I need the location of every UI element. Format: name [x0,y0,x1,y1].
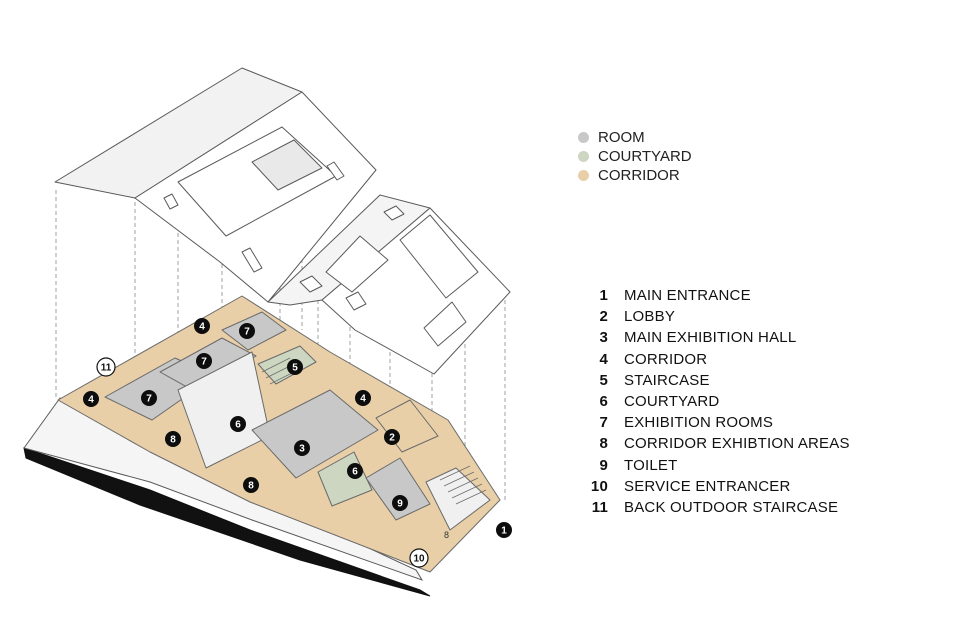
marker-label: 5 [292,363,298,374]
key-number: 7 [599,414,608,432]
marker-6: 6 [230,416,246,432]
key-item: 2 LOBBY [578,306,850,327]
key-item: 3 MAIN EXHIBITION HALL [578,327,850,348]
marker-1: 1 [496,522,512,538]
marker-label: 3 [299,444,305,455]
marker-label: 11 [101,363,112,374]
key-label: SERVICE ENTRANCER [624,477,791,495]
numbered-key: 1 MAIN ENTRANCE 2 LOBBY 3 MAIN EXHIBITION HAL… [578,285,850,518]
legend-swatch-icon [578,132,589,143]
key-label: COURTYARD [624,393,720,411]
marker-label: 7 [146,394,152,405]
floor-plan-markers: 4 7 7 5 11 4 7 6 4 8 2 3 8 6 9 1 10 [83,318,512,568]
key-number: 5 [599,371,608,389]
marker-10: 10 [409,548,429,568]
marker-4: 4 [194,318,210,334]
marker-label: 8 [248,481,254,492]
marker-9: 9 [392,495,408,511]
key-item: 4 CORRIDOR [578,349,850,370]
marker-11: 11 [96,357,116,377]
key-item: 1 MAIN ENTRANCE [578,285,850,306]
marker-label: 4 [88,395,94,406]
key-label: BACK OUTDOOR STAIRCASE [624,498,839,516]
key-item: 9 TOILET [578,455,850,476]
marker-label: 6 [352,467,358,478]
key-item: 5 STAIRCASE [578,370,850,391]
legend-item: ROOM [578,128,692,147]
marker-label: 7 [244,327,250,338]
marker-8: 8 [243,477,259,493]
marker-label: 7 [201,357,207,368]
key-label: TOILET [624,456,678,474]
key-label: CORRIDOR [624,350,708,368]
key-item: 6 COURTYARD [578,391,850,412]
legend-label: CORRIDOR [598,167,680,184]
key-label: STAIRCASE [624,371,710,389]
marker-label: 6 [235,420,241,431]
marker-8: 8 [165,431,181,447]
marker-5: 5 [287,359,303,375]
marker-7: 7 [141,390,157,406]
roof-main [54,67,377,303]
marker-label: 10 [413,554,425,565]
key-number: 6 [599,393,608,411]
marker-3: 3 [294,440,310,456]
key-number: 1 [599,287,608,305]
color-legend: ROOM COURTYARD CORRIDOR [578,128,692,185]
key-number: 8 [599,435,608,453]
legend-label: COURTYARD [598,148,692,165]
marker-label: 4 [199,322,205,333]
key-label: EXHIBITION ROOMS [624,414,774,432]
key-item: 8 CORRIDOR EXHIBTION AREAS [578,433,850,454]
key-item: 7 EXHIBITION ROOMS [578,412,850,433]
marker-6: 6 [347,463,363,479]
legend-swatch-icon [578,170,589,181]
marker-4: 4 [355,390,371,406]
marker-label: 8 [170,435,176,446]
key-label: MAIN EXHIBITION HALL [624,329,797,347]
legend-item: COURTYARD [578,147,692,166]
marker-4: 4 [83,391,99,407]
marker-label: 1 [501,526,507,537]
key-label: MAIN ENTRANCE [624,287,751,305]
key-item: 11 BACK OUTDOOR STAIRCASE [578,497,850,518]
roof-secondary [267,194,511,375]
key-number: 10 [590,477,608,495]
marker-2: 2 [384,429,400,445]
key-label: LOBBY [624,308,676,326]
marker-label: 2 [389,433,395,444]
marker-label: 4 [360,394,366,405]
axonometric-diagram: 4 7 7 5 11 4 7 6 4 8 2 3 8 6 9 1 10 8 [23,67,512,597]
small-floor-label: 8 [444,530,449,540]
legend-label: ROOM [598,129,645,146]
key-number: 2 [599,308,608,326]
key-number: 4 [599,350,608,368]
marker-label: 9 [397,499,403,510]
legend-swatch-icon [578,151,589,162]
legend-item: CORRIDOR [578,166,692,185]
marker-7: 7 [239,323,255,339]
key-number: 9 [599,456,608,474]
key-item: 10 SERVICE ENTRANCER [578,476,850,497]
key-number: 11 [591,498,608,516]
key-number: 3 [599,329,608,347]
key-label: CORRIDOR EXHIBTION AREAS [624,435,850,453]
marker-7: 7 [196,353,212,369]
